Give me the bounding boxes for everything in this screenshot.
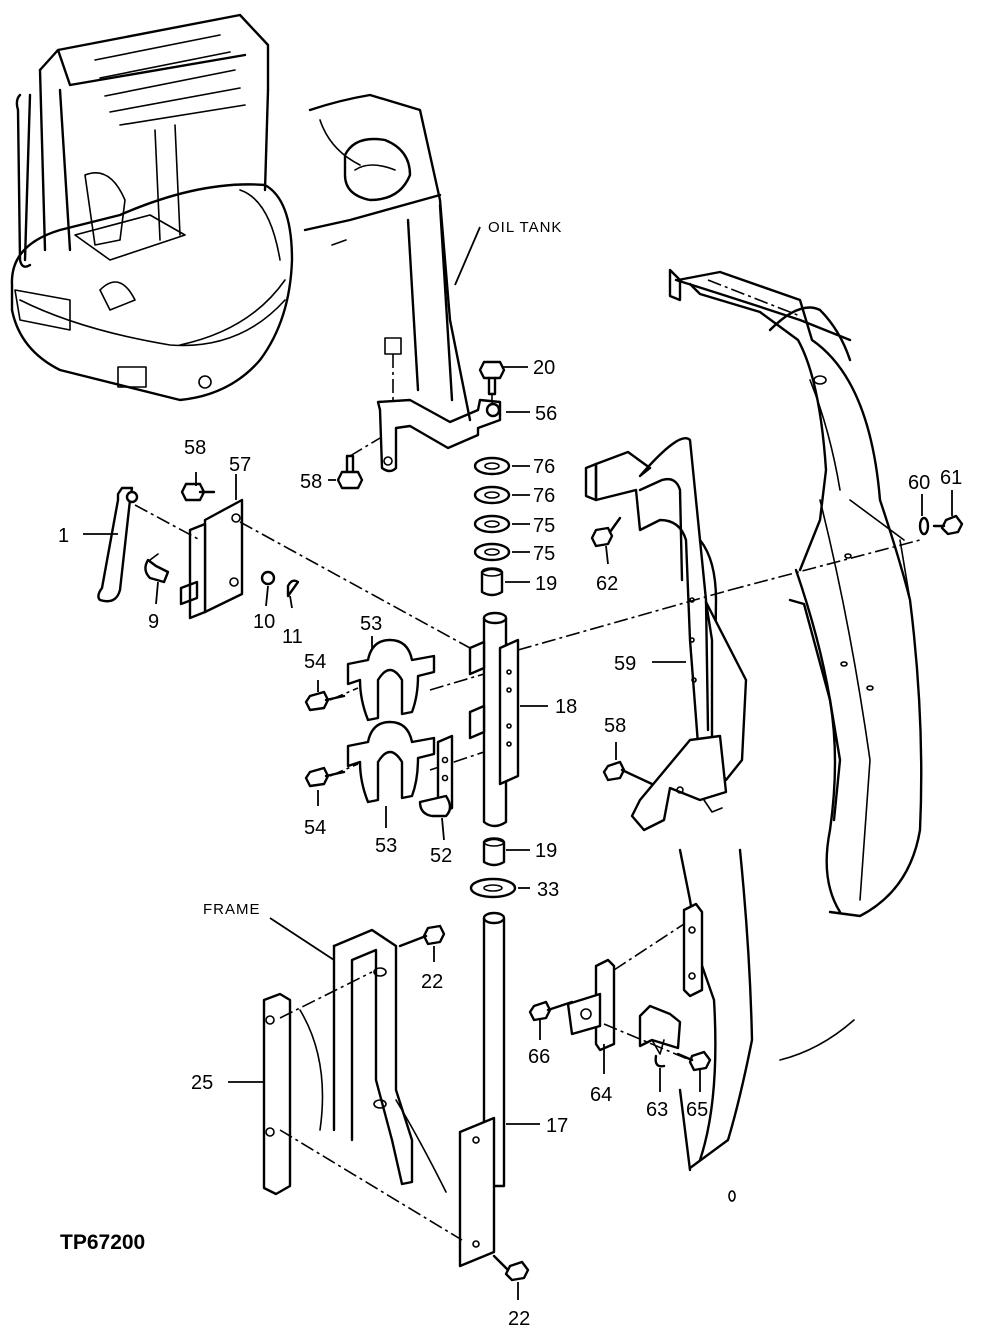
latch-bracket-right [682,902,704,998]
callout-76-lower: 76 [533,485,555,507]
label-oil-tank: OIL TANK [488,219,562,236]
washers-stack [473,456,511,562]
callout-60: 60 [908,472,930,494]
callout-58-guard: 58 [604,715,626,737]
callout-58-tank: 58 [300,471,322,493]
bushing-19-top [480,567,504,597]
callout-25: 25 [191,1072,213,1094]
callout-33: 33 [537,879,559,901]
bolt-22-lower [492,1254,530,1282]
callout-19-lower: 19 [535,840,557,862]
callout-19-upper: 19 [535,573,557,595]
callout-9: 9 [148,611,159,633]
callout-75-lower: 75 [533,543,555,565]
callout-11: 11 [282,626,303,648]
callout-52: 52 [430,845,452,867]
bolt-22-upper [398,924,446,948]
callout-63: 63 [646,1099,668,1121]
callout-53-upper: 53 [360,613,382,635]
label-frame: FRAME [203,901,261,918]
callout-54-upper: 54 [304,651,326,673]
bracket-56 [376,337,502,473]
bolt-66 [528,1000,574,1022]
callout-58-plate: 58 [184,437,206,459]
callout-65: 65 [686,1099,708,1121]
bolt-20 [478,360,506,404]
callout-54-lower: 54 [304,817,326,839]
side-cover [668,268,923,918]
washer-60 [918,516,930,536]
frame [299,928,447,1193]
tube-17 [458,911,506,1268]
callout-56: 56 [535,403,557,425]
callout-62: 62 [596,573,618,595]
callout-1: 1 [58,525,69,547]
pin-11 [286,579,300,598]
callout-17: 17 [546,1115,568,1137]
callout-53-lower: 53 [375,835,397,857]
bolt-65 [676,1050,712,1072]
callout-66: 66 [528,1046,550,1068]
bolt-58-right [602,760,654,786]
bracket-52 [418,734,454,818]
leader-lines [83,226,953,1300]
callout-22-lower: 22 [508,1308,530,1330]
bolt-54-upper [304,690,346,712]
callout-10: 10 [253,611,275,633]
callout-59: 59 [614,653,636,675]
callout-61: 61 [940,467,962,489]
callout-64: 64 [590,1084,612,1106]
bolt-61 [932,514,964,536]
clip-9 [144,553,170,584]
latch-catch [638,1004,682,1055]
oil-tank [303,93,472,422]
callout-22-upper: 22 [421,971,443,993]
callout-labels: OIL TANK FRAME 1 9 10 11 17 18 19 19 20 … [58,219,962,1330]
bolt-58-top [336,437,381,490]
callout-57: 57 [229,454,251,476]
callout-75-upper: 75 [533,515,555,537]
lower-cover [678,848,855,1202]
rod-1 [97,486,201,603]
guard-59 [584,437,748,832]
callout-20: 20 [533,357,555,379]
spring-63 [654,1054,666,1068]
washer-10 [260,570,276,586]
washer-33 [469,877,517,899]
figure-code: TP67200 [60,1231,145,1254]
clamp-53-lower [346,720,436,804]
plate-57 [179,498,244,620]
bolt-54-lower [304,766,346,788]
bolt-58-mid [180,482,216,502]
bushing-19-lower [482,837,506,867]
callout-76-upper: 76 [533,456,555,478]
excavator-inset [10,13,294,402]
clamp-53-upper [346,638,436,722]
pivot-post-18 [468,611,520,828]
bolt-62 [590,516,622,548]
latch-plate-64 [566,958,616,1052]
callout-18: 18 [555,696,577,718]
bar-25 [262,971,463,1241]
